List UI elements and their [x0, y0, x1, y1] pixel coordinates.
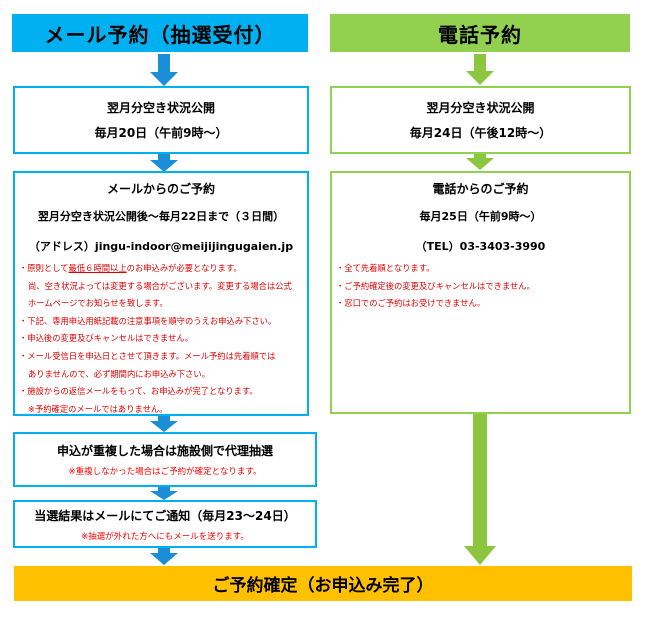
reservation-confirmed-bar: ご予約確定（お申込み完了） — [14, 566, 632, 601]
mail-notes: ・原則として最低６時間以上のお申込みが必要となります。 尚、空き状況よっては変更… — [15, 260, 307, 418]
arrow-mail-4 — [150, 487, 178, 500]
mail-address: （アドレス）jingu-indoor@meijijingugaien.jp — [28, 240, 294, 253]
mail-note-3: ホームページでお知らせを致します。 — [28, 298, 168, 309]
phone-reservation-header: 電話予約 — [330, 14, 630, 52]
arrow-tel-1 — [466, 54, 494, 85]
mail-reservation-period: 翌月分空き状況公開後〜毎月22日まで（３日間） — [37, 210, 285, 223]
arrow-tel-3 — [464, 414, 496, 565]
mail-availability-box: 翌月分空き状況公開 毎月20日（午前9時〜） — [13, 86, 309, 154]
result-notice-box: 当選結果はメールにてご通知（毎月23〜24日） ※抽選が外れた方へにもメールを送… — [13, 500, 317, 548]
arrow-mail-2 — [150, 154, 178, 172]
mail-note-8: ・施設からの返信メールをもって、お申込みが完了となります。 — [19, 386, 258, 397]
lottery-box: 申込が重複した場合は施設側で代理抽選 ※重複しなかった場合はご予約が確定となりま… — [13, 432, 317, 487]
result-notice-note: ※抽選が外れた方へにもメールを送ります。 — [81, 531, 249, 542]
mail-note-7: ありませんので、必ず期間内にお申込み下さい。 — [28, 368, 210, 379]
tel-availability-box: 翌月分空き状況公開 毎月24日（午後12時〜） — [330, 86, 631, 154]
tel-note-1: ・全て先着順となります。 — [336, 263, 435, 273]
tel-note-2: ・ご予約確定後の変更及びキャンセルはできません。 — [336, 280, 535, 291]
mail-reservation-title: メールからのご予約 — [106, 182, 215, 196]
tel-reservation-box: 電話からのご予約 毎月25日（午前9時〜） （TEL）03-3403-3990 … — [330, 171, 631, 414]
mail-note-1: ・原則として最低６時間以上のお申込みが必要となります。 — [19, 263, 242, 273]
mail-note-5: ・申込後の変更及びキャンセルはできません。 — [19, 333, 193, 344]
tel-availability-title: 翌月分空き状況公開 — [426, 101, 535, 115]
tel-availability-time: 毎月24日（午後12時〜） — [409, 126, 552, 140]
arrow-mail-1 — [150, 54, 178, 86]
mail-note-4: ・下記、専用申込用紙記載の注意事項を順守のうえお申込み下さい。 — [19, 315, 277, 326]
mail-reservation-header: メール予約（抽選受付） — [12, 14, 308, 52]
mail-note-9: ※予約確定のメールではありません。 — [28, 403, 168, 414]
tel-reservation-date: 毎月25日（午前9時〜） — [419, 210, 542, 223]
lottery-text: 申込が重複した場合は施設側で代理抽選 — [56, 444, 273, 458]
result-notice-text: 当選結果はメールにてご通知（毎月23〜24日） — [34, 508, 296, 523]
lottery-note: ※重複しなかった場合はご予約が確定となります。 — [68, 467, 262, 477]
arrow-mail-3 — [150, 416, 178, 432]
mail-note-2: 尚、空き状況よっては変更する場合がございます。変更する場合は公式 — [28, 280, 292, 291]
mail-note-6: ・メール受信日を申込日とさせて頂きます。メール予約は先着順では — [19, 350, 276, 361]
mail-reservation-box: メールからのご予約 翌月分空き状況公開後〜毎月22日まで（３日間） （アドレス）… — [13, 171, 309, 416]
tel-notes: ・全て先着順となります。 ・ご予約確定後の変更及びキャンセルはできません。 ・窓… — [332, 260, 629, 313]
tel-phone-number: （TEL）03-3403-3990 — [415, 240, 546, 253]
mail-availability-time: 毎月20日（午前9時〜） — [94, 126, 228, 140]
tel-note-3: ・窓口でのご予約はお受けできません。 — [336, 298, 486, 309]
arrow-tel-2 — [466, 154, 494, 170]
tel-reservation-title: 電話からのご予約 — [432, 182, 529, 196]
mail-availability-title: 翌月分空き状況公開 — [106, 101, 215, 115]
arrow-mail-5 — [150, 548, 178, 565]
